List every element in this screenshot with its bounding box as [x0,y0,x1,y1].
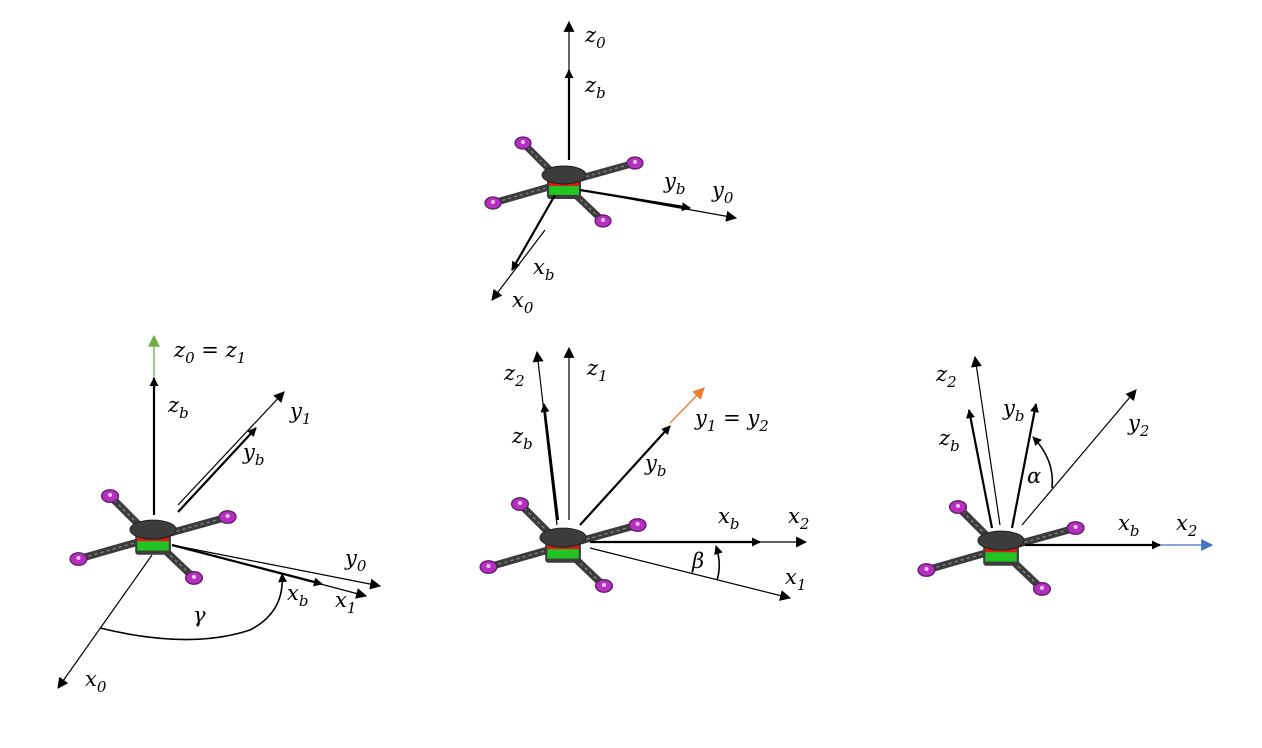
axis-zb [966,409,994,529]
label-zb: zb [938,426,960,455]
frame-top-plate [129,519,177,540]
motor-hub [107,492,113,498]
label-z0-z1: z0 = z1 [173,338,246,367]
quadcopter-yaw [69,489,237,585]
battery-green [547,548,579,559]
motor-hub [191,574,197,579]
axis-xb [171,543,323,587]
motor-hub [955,503,961,509]
quadcopter-top [484,136,644,228]
label-y0: y0 [344,546,367,575]
axis-y2 [1021,389,1137,526]
panel-top: z0 zb yb y0 xb x0 [484,20,738,317]
label-x0: x0 [85,667,107,696]
panel-yaw: z0 = z1 zb y1 yb y0 xb x1 x0 γ [57,334,382,696]
frame-top-plate [541,165,587,185]
panel-roll: z2 zb yb y2 xb x2 α [917,355,1214,596]
axis-y0 [171,544,382,590]
label-zb: zb [584,73,606,102]
battery-green [549,185,579,195]
axis-xb [511,194,556,271]
label-y1: y1 [289,399,311,428]
motor-hub [225,513,230,519]
label-z2: z2 [935,362,957,391]
label-angle-beta: β [691,549,704,573]
axis-y1-y2 [669,387,705,424]
label-z2: z2 [503,361,525,390]
label-xb: xb [718,504,739,533]
axis-x1 [589,547,792,601]
label-yb: yb [663,169,685,198]
axis-yb [579,425,671,526]
frame-top-plate [539,527,587,548]
label-x1: x1 [335,588,356,617]
axis-yb [579,188,691,212]
label-xb: xb [533,255,554,284]
motor-hub [633,160,637,164]
motor-hub [924,566,929,572]
motor-hub [601,218,605,222]
quadcopter-pitch [479,497,647,593]
label-z0: z0 [584,23,606,52]
label-x2: x2 [788,504,809,533]
motor-hub [76,555,81,561]
label-y0: y0 [711,178,734,207]
label-yb: yb [1002,396,1024,425]
label-y1-y2: y1 = y2 [694,406,769,435]
angle-arc-alpha [1032,436,1054,489]
label-angle-alpha: α [1027,464,1041,488]
motor-hub [1039,585,1045,590]
axis-z2 [971,355,1001,526]
motor-hub [635,521,640,527]
label-xb: xb [287,581,308,610]
axis-z2 [532,350,558,526]
axis-yb [177,427,257,513]
motor-hub [521,140,525,144]
panel-pitch: z2 z1 zb y1 = y2 yb xb x2 x1 β [479,346,809,601]
battery-green [985,551,1017,562]
label-angle-gamma: γ [193,603,206,627]
label-xb: xb [1118,511,1139,540]
label-yb: yb [644,451,666,480]
axis-x0 [57,554,153,689]
motor-hub [517,500,523,506]
motor-hub [601,582,607,587]
label-y2: y2 [1127,411,1149,440]
axis-yb [1010,403,1039,529]
label-zb: zb [511,424,533,453]
label-yb: yb [242,440,264,469]
axis-zb [540,403,560,521]
label-zb: zb [167,393,189,422]
motor-hub [486,563,491,569]
label-x0: x0 [512,288,534,317]
angle-arc-gamma [99,573,288,641]
label-x1: x1 [785,565,806,594]
motor-hub [491,200,495,204]
motor-hub [1073,524,1078,530]
axis-y1 [177,391,285,506]
quadcopter-roll [917,500,1085,596]
angle-arc-beta [714,545,723,581]
frame-top-plate [977,530,1025,551]
battery-green [137,540,169,551]
label-x2: x2 [1176,511,1197,540]
label-z1: z1 [586,356,608,385]
